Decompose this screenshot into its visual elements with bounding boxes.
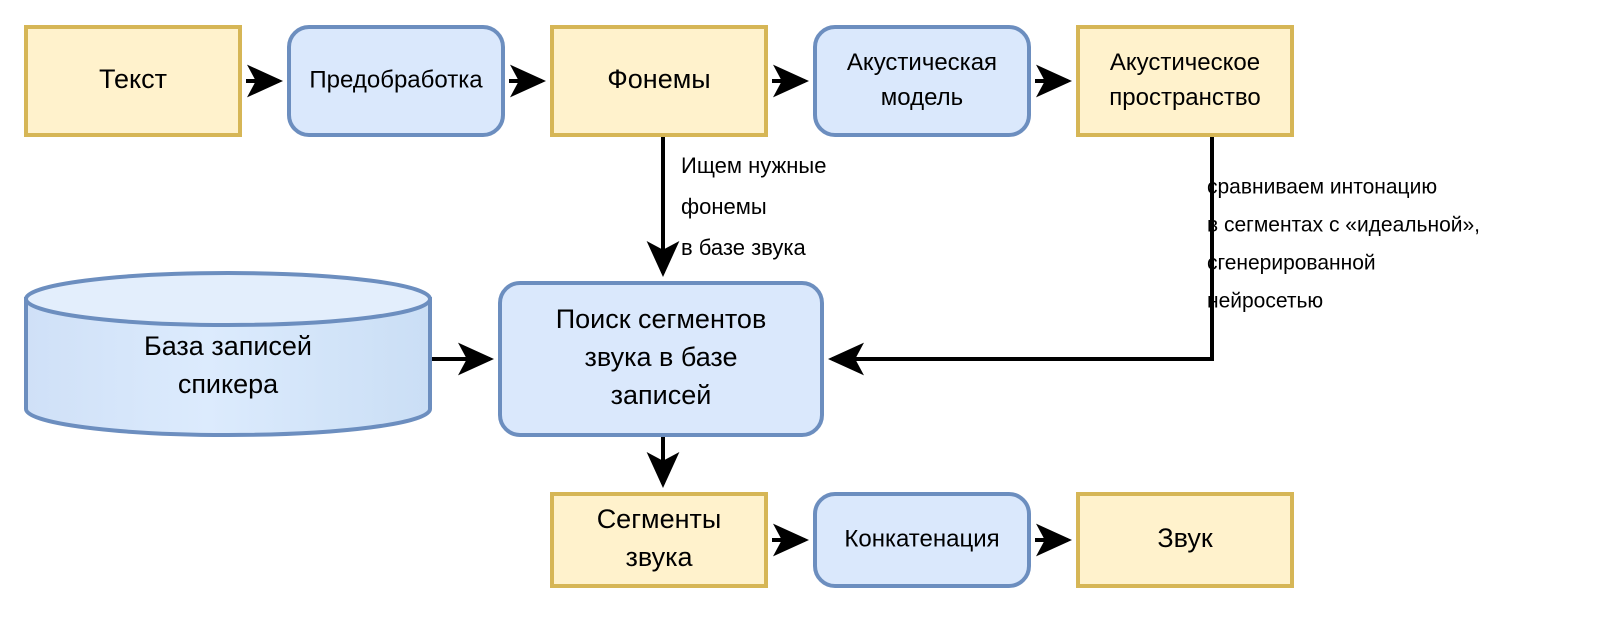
- node-label-line: звука в базе: [584, 342, 737, 372]
- node-label-line: записей: [611, 380, 712, 410]
- annotation-line: фонемы: [681, 194, 767, 219]
- node-speaker-database: База записей спикера: [24, 271, 432, 437]
- node-label-line: Поиск сегментов: [556, 304, 767, 334]
- annotation-line: Ищем нужные: [681, 153, 826, 178]
- node-preprocessing: Предобработка: [287, 25, 505, 137]
- node-label-line: Акустическое: [1110, 49, 1260, 76]
- annotation-line: сравниваем интонацию: [1207, 176, 1437, 199]
- node-shape: [550, 492, 768, 588]
- cylinder-top-cap: [24, 271, 432, 327]
- node-shape: [498, 281, 824, 437]
- node-shape: [287, 25, 505, 137]
- node-label-line: пространство: [1109, 84, 1260, 111]
- node-label-line: Звук: [1157, 523, 1213, 553]
- annotation-line: в сегментах с «идеальной»,: [1207, 214, 1480, 237]
- node-shape: [1076, 25, 1294, 137]
- node-shape: [550, 25, 768, 137]
- node-label-line: спикера: [178, 369, 279, 399]
- node-shape: [813, 492, 1031, 588]
- node-label-line: Сегменты: [597, 504, 722, 534]
- node-segment-search: Поиск сегментов звука в базе записей: [498, 281, 824, 437]
- node-label-line: База записей: [144, 331, 312, 361]
- annotation-line: в базе звука: [681, 235, 806, 260]
- edge-acoustic-space-to-segment-search: [828, 135, 1214, 376]
- nodes-layer: Текст Предобработка Фонемы Акустическая моде…: [24, 25, 1294, 588]
- annotation-line: сгенерированной: [1207, 252, 1376, 275]
- node-sound: Звук: [1076, 492, 1294, 588]
- edges-layer: [246, 64, 1214, 557]
- node-text: Текст: [24, 25, 242, 137]
- node-label-line: Текст: [99, 64, 167, 94]
- node-shape: [813, 25, 1031, 137]
- node-concatenation: Конкатенация: [813, 492, 1031, 588]
- cylinder-body: [24, 297, 432, 437]
- node-phonemes: Фонемы: [550, 25, 768, 137]
- annotation-intonation-compare-note: сравниваем интонацию в сегментах с «идеал…: [1207, 176, 1480, 313]
- node-label-line: модель: [881, 84, 963, 111]
- node-sound-segments: Сегменты звука: [550, 492, 768, 588]
- node-acoustic-model: Акустическая модель: [813, 25, 1031, 137]
- node-shape: [24, 25, 242, 137]
- node-label-line: Акустическая: [847, 49, 997, 76]
- node-label-line: звука: [625, 542, 693, 572]
- annotation-phoneme-lookup-note: Ищем нужные фонемы в базе звука: [681, 153, 826, 260]
- annotations-layer: Ищем нужные фонемы в базе звука сравниваем …: [681, 153, 1480, 313]
- node-label-line: Конкатенация: [844, 525, 999, 552]
- node-label-line: Фонемы: [607, 64, 710, 94]
- node-shape: [1076, 492, 1294, 588]
- node-label-line: Предобработка: [309, 66, 483, 93]
- annotation-line: нейросетью: [1207, 290, 1323, 313]
- node-acoustic-space: Акустическое пространство: [1076, 25, 1294, 137]
